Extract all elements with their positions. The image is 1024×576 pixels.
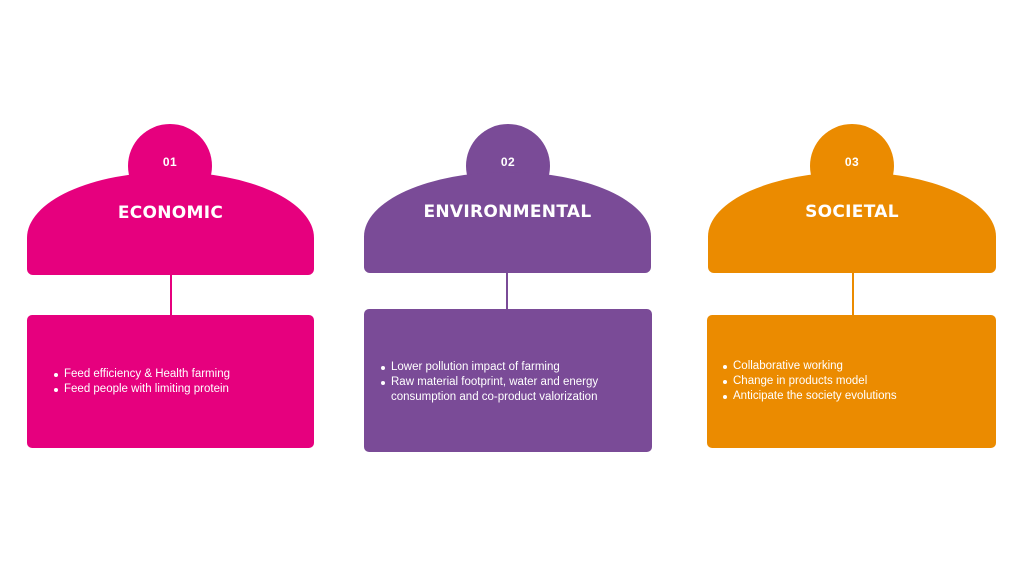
bullet-item: Anticipate the society evolutions bbox=[723, 389, 897, 404]
bullet-list: Collaborative working Change in products… bbox=[707, 359, 897, 404]
details-box: Collaborative working Change in products… bbox=[707, 315, 996, 448]
category-title: SOCIETAL bbox=[805, 201, 899, 222]
connector-line bbox=[852, 273, 854, 315]
details-box: Lower pollution impact of farming Raw ma… bbox=[364, 309, 652, 452]
bullet-item: Feed people with limiting protein bbox=[54, 382, 230, 397]
bullet-item: Collaborative working bbox=[723, 359, 897, 374]
number-label: 03 bbox=[844, 155, 860, 169]
details-box: Feed efficiency & Health farming Feed pe… bbox=[27, 315, 314, 448]
category-header: ECONOMIC bbox=[27, 172, 314, 275]
category-header: SOCIETAL bbox=[708, 172, 996, 273]
bullet-item: Change in products model bbox=[723, 374, 897, 389]
category-header: ENVIRONMENTAL bbox=[364, 172, 651, 273]
bullet-item: Lower pollution impact of farming bbox=[381, 360, 631, 375]
connector-line bbox=[170, 275, 172, 315]
number-label: 02 bbox=[500, 155, 516, 169]
connector-line bbox=[506, 273, 508, 309]
number-label: 01 bbox=[162, 155, 178, 169]
bullet-list: Feed efficiency & Health farming Feed pe… bbox=[27, 367, 230, 397]
bullet-list: Lower pollution impact of farming Raw ma… bbox=[364, 360, 631, 405]
bullet-item: Feed efficiency & Health farming bbox=[54, 367, 230, 382]
category-title: ECONOMIC bbox=[117, 202, 224, 223]
bullet-item: Raw material footprint, water and energy… bbox=[381, 375, 631, 405]
category-title: ENVIRONMENTAL bbox=[423, 201, 592, 222]
